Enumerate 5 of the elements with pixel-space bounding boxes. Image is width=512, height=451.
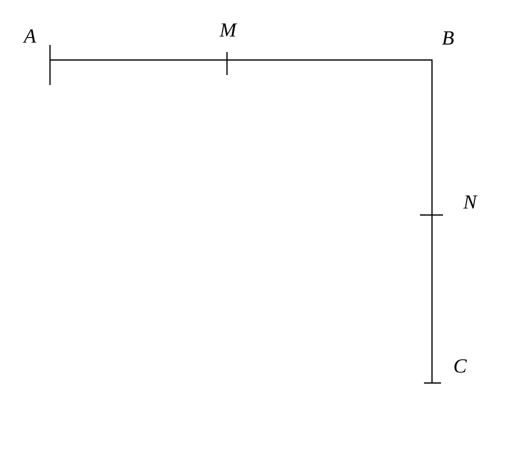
point-label: N bbox=[463, 195, 478, 209]
point-label: M bbox=[219, 23, 238, 37]
point-label: B bbox=[442, 31, 454, 45]
point-label: C bbox=[454, 359, 467, 373]
point-label: A bbox=[22, 29, 36, 43]
